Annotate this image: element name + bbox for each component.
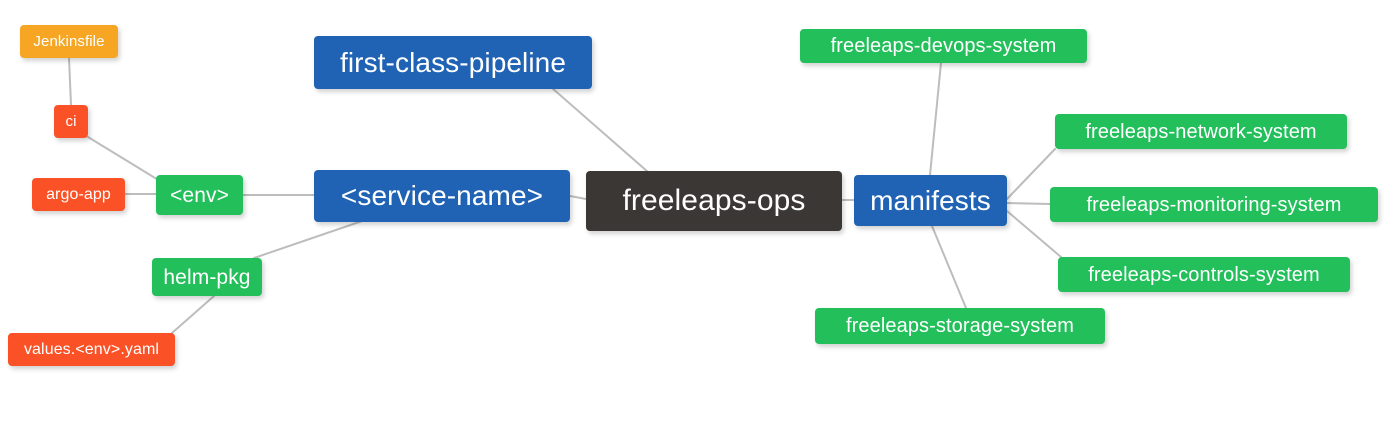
node-label: freeleaps-network-system: [1085, 120, 1317, 143]
node-label: Jenkinsfile: [33, 33, 105, 50]
edge-manifests-devops: [929, 62, 942, 176]
node-label: manifests: [870, 184, 991, 216]
node-label: helm-pkg: [163, 265, 251, 289]
node-label: freeleaps-storage-system: [845, 315, 1075, 337]
edge-manifests-storage: [931, 225, 967, 309]
edge-firstclasspipeline-root: [551, 87, 649, 173]
edge-servicename-root: [569, 195, 587, 200]
node-label: argo-app: [46, 185, 111, 203]
node-freeleaps-network-system[interactable]: freeleaps-network-system: [1055, 114, 1347, 149]
node-label: first-class-pipeline: [339, 46, 567, 78]
node-label: freeleaps-monitoring-system: [1086, 193, 1342, 216]
node-ci[interactable]: ci: [54, 105, 88, 138]
node-label: values.<env>.yaml: [23, 340, 160, 358]
node-values-yaml[interactable]: values.<env>.yaml: [8, 333, 175, 366]
node-env[interactable]: <env>: [156, 175, 243, 215]
edge-ci-env: [87, 136, 161, 182]
node-jenkinsfile[interactable]: Jenkinsfile: [20, 25, 118, 58]
node-label: ci: [65, 113, 77, 130]
edge-jenkinsfile-ci: [68, 57, 72, 106]
node-freeleaps-controls-system[interactable]: freeleaps-controls-system: [1058, 257, 1350, 292]
node-label: freeleaps-controls-system: [1088, 263, 1320, 286]
edge-manifests-network: [1006, 148, 1056, 200]
edge-manifests-monitoring: [1006, 202, 1051, 205]
node-service-name[interactable]: <service-name>: [314, 170, 570, 222]
node-freeleaps-storage-system[interactable]: freeleaps-storage-system: [815, 308, 1105, 344]
edge-values-helmpkg: [171, 295, 215, 334]
node-first-class-pipeline[interactable]: first-class-pipeline: [314, 36, 592, 89]
node-helm-pkg[interactable]: helm-pkg: [152, 258, 262, 296]
node-root-freeleaps-ops[interactable]: freeleaps-ops: [586, 171, 842, 231]
node-freeleaps-devops-system[interactable]: freeleaps-devops-system: [800, 29, 1087, 63]
node-label: freeleaps-ops: [622, 184, 806, 217]
edge-helmpkg-servicename: [253, 218, 369, 259]
node-label: freeleaps-devops-system: [830, 35, 1057, 57]
node-argo-app[interactable]: argo-app: [32, 178, 125, 211]
node-label: <env>: [170, 183, 229, 207]
node-freeleaps-monitoring-system[interactable]: freeleaps-monitoring-system: [1050, 187, 1378, 222]
node-label: <service-name>: [340, 180, 544, 211]
node-manifests[interactable]: manifests: [854, 175, 1007, 226]
